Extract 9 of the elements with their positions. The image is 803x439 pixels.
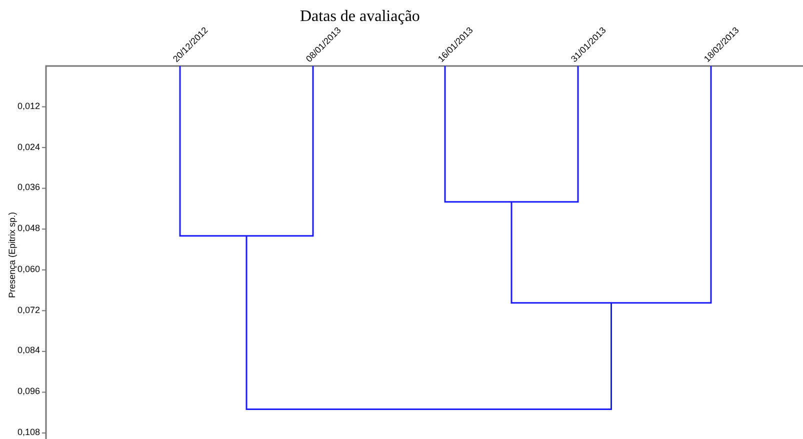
tick-label: 0,096 [16,386,40,396]
tick-label: 0,012 [16,100,40,111]
tick-label: 0,024 [16,142,40,152]
tick-label: 0,072 [16,304,40,315]
axis-title: Presença (Epitrix sp.) [7,210,17,300]
tick-label: 0,108 [16,426,40,437]
tick-label: 0,084 [16,345,40,356]
tick-label: 0,036 [16,182,40,192]
chart-title: Datas de avaliação [300,8,420,26]
